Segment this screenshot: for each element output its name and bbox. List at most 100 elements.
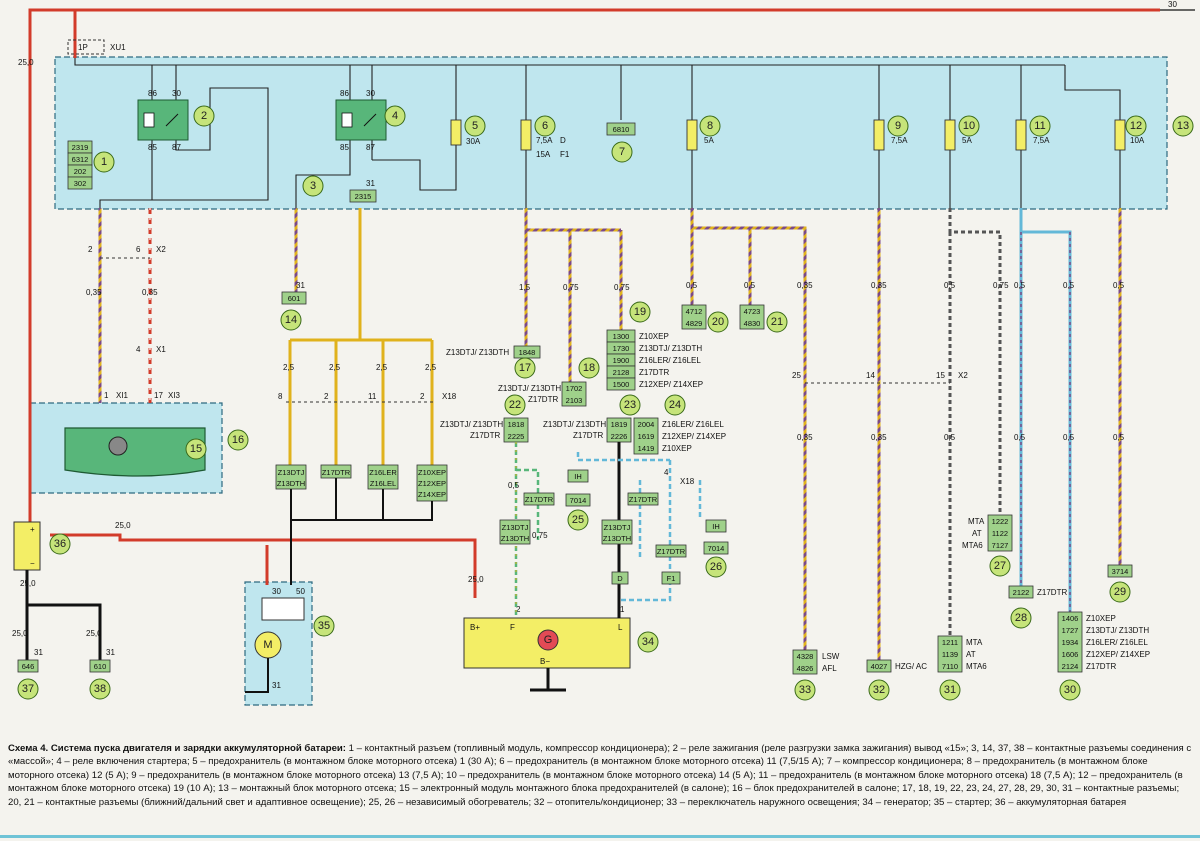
xi1-label: XI1 [116, 391, 129, 400]
c33-label-2: AFL [822, 664, 837, 673]
wire-25-label-left: 25,0 [18, 58, 34, 67]
eng1-a: Z13DTJ [278, 468, 305, 477]
w05-c20: 0,5 [686, 281, 698, 290]
callout-6: 6 [542, 120, 548, 132]
c19-code-1: 1300 [613, 332, 630, 341]
xu1-fuse-label: 1P [78, 43, 88, 52]
gen-term-l: L [618, 623, 623, 632]
wire-fuse11 [1019, 208, 1072, 612]
w075-gen: 0,75 [532, 531, 548, 540]
callout-27: 27 [994, 560, 1006, 572]
w05-c21: 0,5 [744, 281, 756, 290]
c27-code-1: 1222 [992, 517, 1009, 526]
wires-left [98, 208, 152, 403]
c21-code-a: 4723 [744, 307, 761, 316]
wire-035-a: 0,35 [86, 288, 102, 297]
eng2-a: Z17DTR [322, 468, 351, 477]
c33-code-1: 4328 [797, 652, 814, 661]
relay4-term-87: 87 [366, 143, 375, 152]
eng-z17dtr-a: Z17DTR [525, 495, 554, 504]
c14-pin: 31 [296, 281, 305, 290]
w05-c31: 0,5 [944, 281, 956, 290]
fuses [450, 119, 1126, 151]
eng4-b: Z12XEP [418, 479, 446, 488]
engine-variants: Z13DTJ Z13DTH Z17DTR Z16LER Z16LEL Z10XE… [275, 464, 448, 502]
wire-30 [28, 8, 1160, 598]
callout-26: 26 [710, 561, 722, 573]
eng-z17dtr-c: Z17DTR [657, 547, 686, 556]
wire-fuse11-purple [1020, 232, 1071, 612]
c30-code-3: 1934 [1062, 638, 1079, 647]
w25-d: 2,5 [425, 363, 437, 372]
c30-code-1: 1406 [1062, 614, 1079, 623]
eng3-b: Z16LEL [370, 479, 396, 488]
w05-c29: 0,5 [1113, 281, 1125, 290]
eng1-b: Z13DTH [277, 479, 305, 488]
wire-035-b: 0,35 [142, 288, 158, 297]
connector-32 [866, 659, 892, 673]
c18-code-b: 2103 [566, 396, 583, 405]
connector-14 [281, 291, 307, 305]
c31-code-2: 1139 [942, 650, 958, 659]
callout-18: 18 [583, 362, 595, 374]
fuse6-tag-a: D [560, 136, 566, 145]
c18-label-b: Z17DTR [528, 395, 558, 404]
c37-code: 646 [22, 662, 35, 671]
x2b-pin-15: 15 [936, 371, 945, 380]
c19-eng-3: Z16LER/ Z16LEL [639, 356, 701, 365]
c27-label-3: MTA6 [962, 541, 983, 550]
starter-ground [245, 658, 269, 693]
connector-7 [606, 122, 636, 136]
c27-label-1: MTA [968, 517, 985, 526]
x1-pin: 4 [136, 345, 141, 354]
c30-eng-4: Z12XEP/ Z14XEP [1086, 650, 1150, 659]
w05-c30b: 0,5 [1063, 433, 1075, 442]
w05-c28b: 0,5 [1014, 433, 1026, 442]
c22-label-b: Z17DTR [470, 431, 500, 440]
connector-1: 2319 6312 202 302 [67, 140, 93, 190]
wire-starter-yellow [288, 208, 434, 465]
eng3-a: Z16LER [369, 468, 397, 477]
c25-code: 7014 [570, 496, 587, 505]
callout-17: 17 [519, 362, 531, 374]
starter-term-50: 50 [296, 587, 305, 596]
c28-label: Z17DTR [1037, 588, 1067, 597]
connector-38 [89, 659, 111, 673]
engine-box-z17dtr-b [627, 492, 659, 506]
w05-c28: 0,5 [1014, 281, 1026, 290]
internal-bus [74, 58, 1121, 208]
w25-c38: 25,0 [86, 629, 102, 638]
bottom-rule [0, 835, 1200, 838]
c28-code: 2122 [1013, 588, 1030, 597]
fuse6-tag-b: F1 [560, 150, 570, 159]
diagram-caption: Схема 4. Система пуска двигателя и заряд… [8, 742, 1192, 834]
connector-29 [1107, 564, 1133, 578]
xu1-label: XU1 [110, 43, 126, 52]
callout-29: 29 [1114, 586, 1126, 598]
c33-code-2: 4826 [797, 664, 814, 673]
gen-term-b-minus: B− [540, 657, 550, 666]
relay2-term-85: 85 [148, 143, 157, 152]
c22-label-a: Z13DTJ/ Z13DTH [440, 420, 503, 429]
tag-d [611, 571, 629, 585]
c38-code: 610 [94, 662, 107, 671]
callout-14: 14 [285, 314, 297, 326]
battery [13, 521, 41, 571]
callout-4: 4 [392, 110, 398, 122]
w035-c33: 0,35 [797, 281, 813, 290]
eng-z17dtr-b: Z17DTR [629, 495, 658, 504]
c32-label: HZG/ AC [895, 662, 927, 671]
connector-37 [17, 659, 39, 673]
connector-19: 1300 1730 1900 2128 1500 Z10XEP Z13DTJ/ … [606, 329, 703, 391]
c19-code-2: 1730 [613, 344, 630, 353]
x18-pin-2b: 2 [420, 392, 425, 401]
c31-code-3: 7110 [942, 662, 958, 671]
c30-eng-3: Z16LER/ Z16LEL [1086, 638, 1148, 647]
c30-code-2: 1727 [1062, 626, 1079, 635]
c22-code-b: 2225 [508, 432, 525, 441]
caption-text: 1 – контактный разъем (топливный модуль,… [8, 743, 1192, 808]
fuse5-rating: 30A [466, 137, 481, 146]
w035-c32b: 0,35 [871, 433, 887, 442]
c27-code-2: 1122 [992, 529, 1008, 538]
eng-z13-b1: Z13DTJ [604, 523, 631, 532]
